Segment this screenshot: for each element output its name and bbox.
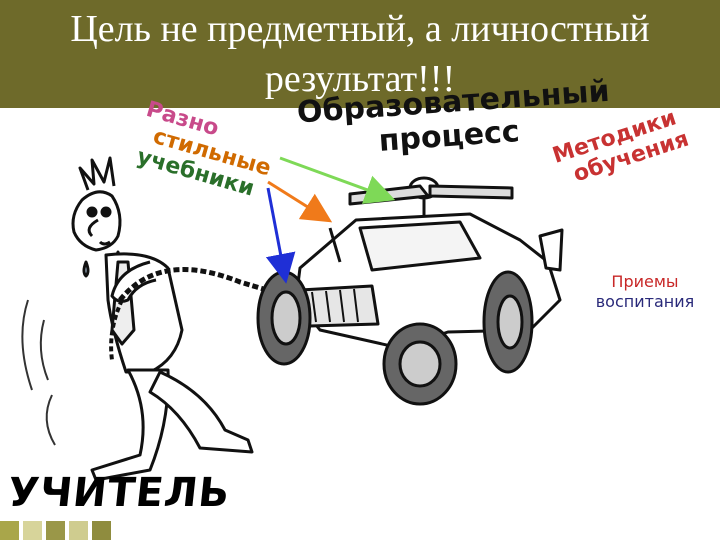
- title-bar: [0, 0, 720, 108]
- footer-square: [92, 521, 111, 540]
- footer-square: [0, 521, 19, 540]
- arrow-orange: [267, 180, 333, 223]
- footer-square: [69, 521, 88, 540]
- arrow-blue: [265, 187, 296, 284]
- footer-square: [46, 521, 65, 540]
- slide-title: Цель не предметный, а личностный результ…: [0, 4, 720, 104]
- footer-decoration: [0, 521, 115, 540]
- teacher-figure: [71, 156, 301, 482]
- label-upbringing-methods: Приемы воспитания: [595, 272, 695, 311]
- arrow-green: [279, 156, 396, 204]
- label-teacher: УЧИТЕЛЬ: [5, 470, 233, 516]
- speed-lines: [21, 299, 56, 446]
- title-line-2: результат!!!: [264, 58, 456, 100]
- footer-square: [23, 521, 42, 540]
- car-with-propeller: [256, 176, 564, 406]
- title-line-1: Цель не предметный, а личностный: [70, 8, 650, 50]
